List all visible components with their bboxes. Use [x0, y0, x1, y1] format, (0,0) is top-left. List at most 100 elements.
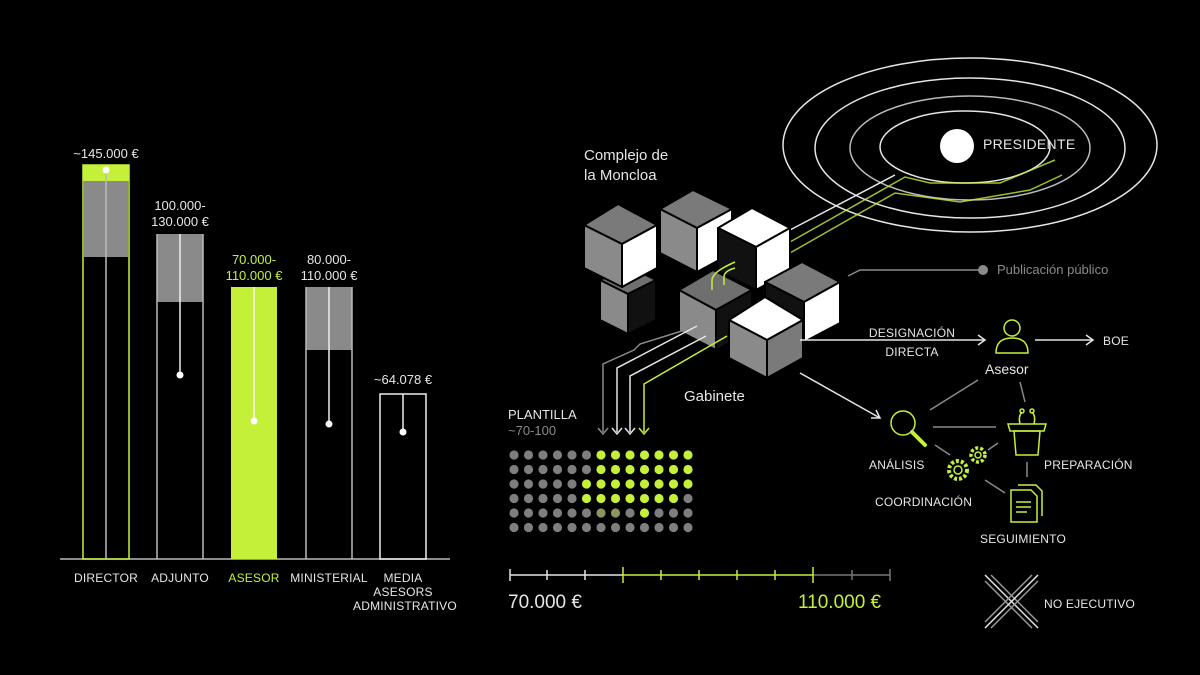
staff-dot	[610, 508, 621, 518]
label-line: ASESORS	[373, 585, 433, 599]
staff-dot	[509, 522, 519, 533]
staff-dot	[581, 450, 592, 460]
staff-dot	[538, 479, 548, 489]
staff-range: ~70-100	[508, 423, 557, 438]
staff-dot	[683, 508, 693, 518]
cube-accents	[711, 261, 736, 290]
staff-dot	[596, 464, 606, 475]
staff-dot	[668, 464, 679, 475]
label-line: la Moncloa	[584, 167, 657, 184]
staff-dot	[625, 508, 635, 518]
bar-label-adjunto: ADJUNTO	[151, 571, 209, 585]
staff-dot	[683, 464, 693, 475]
bar-label-director: DIRECTOR	[73, 571, 139, 585]
staff-dot	[610, 493, 621, 504]
label-line: Complejo de	[584, 147, 669, 164]
staff-dot	[523, 464, 534, 475]
staff-dot	[654, 493, 664, 504]
value-line: 110.000 €	[300, 268, 358, 283]
staff-dot	[625, 450, 635, 460]
staff-dot	[509, 508, 519, 518]
staff-dot	[538, 522, 548, 533]
staff-dot	[523, 479, 534, 489]
bar-label-ministerial: MINISTERIAL	[290, 571, 368, 585]
staff-dot-grid	[509, 450, 693, 533]
staff-dot	[538, 450, 548, 460]
staff-dot	[596, 522, 606, 533]
staff-dot	[509, 464, 519, 475]
staff-dot	[639, 508, 650, 518]
staff-dot	[552, 450, 563, 460]
value-line: 110.000 €	[225, 268, 283, 283]
bar-asesor	[231, 287, 277, 559]
process-network	[799, 319, 1095, 523]
bar-director	[82, 164, 130, 560]
followup-label: SEGUIMIENTO	[980, 532, 1066, 546]
staff-dot	[509, 479, 519, 489]
staff-dot	[683, 493, 693, 504]
boe-label: BOE	[1103, 334, 1129, 348]
staff-dot	[567, 464, 577, 475]
non-executive-label: NO EJECUTIVO	[1044, 597, 1136, 611]
cabinet-to-staff-arrows	[597, 325, 728, 436]
staff-dot	[625, 464, 635, 475]
staff-dot	[610, 479, 621, 489]
bar-media-asesors	[379, 393, 427, 560]
label-line: ADMINISTRATIVO	[353, 599, 457, 613]
staff-dot	[552, 522, 563, 533]
staff-dot	[509, 493, 519, 504]
analysis-label: ANÁLISIS	[869, 458, 925, 472]
staff-dot	[538, 508, 548, 518]
staff-dot	[523, 450, 534, 460]
staff-dot	[596, 508, 606, 518]
gears-icon	[947, 446, 987, 481]
document-icon	[1010, 484, 1043, 523]
staff-dot	[668, 479, 679, 489]
staff-dot	[552, 493, 563, 504]
staff-dot	[654, 508, 664, 518]
staff-dot	[683, 522, 693, 533]
staff-dot	[567, 522, 577, 533]
staff-dot	[654, 464, 664, 475]
non-executive-cross-icon	[984, 574, 1039, 629]
staff-dot	[523, 508, 534, 518]
staff-dot	[610, 450, 621, 460]
bar-value-ministerial: 80.000- 110.000 €	[279, 252, 379, 284]
staff-dot	[581, 464, 592, 475]
staff-dot	[639, 450, 650, 460]
staff-dot	[654, 479, 664, 489]
staff-dot	[668, 522, 679, 533]
staff-dot	[683, 450, 693, 460]
staff-dot	[610, 522, 621, 533]
bar-value-director: ~145.000 €	[73, 146, 139, 161]
staff-dot	[596, 479, 606, 489]
publication-label: Publicación público	[997, 262, 1109, 277]
staff-dot	[639, 479, 650, 489]
staff-dot	[610, 464, 621, 475]
coordination-label: COORDINACIÓN	[875, 495, 973, 509]
president-dot	[940, 129, 974, 163]
staff-dot	[581, 508, 592, 518]
staff-dot	[552, 479, 563, 489]
staff-dot	[581, 522, 592, 533]
label-line: DIRECTA	[885, 345, 939, 359]
value-line: 130.000 €	[151, 214, 209, 229]
value-line: 70.000-	[231, 252, 277, 267]
scale-max-label: 110.000 €	[798, 592, 882, 613]
staff-dot	[625, 479, 635, 489]
staff-dot	[654, 450, 664, 460]
staff-dot	[581, 479, 592, 489]
staff-dot	[654, 522, 664, 533]
staff-dot	[538, 493, 548, 504]
staff-dot	[567, 493, 577, 504]
moncloa-cubes	[583, 189, 841, 379]
staff-dot	[639, 493, 650, 504]
staff-label: PLANTILLA	[508, 407, 577, 422]
staff-dot	[509, 450, 519, 460]
staff-dot	[668, 493, 679, 504]
bar-value-media: ~64.078 €	[373, 372, 433, 387]
designation-label: DESIGNACIÓN DIRECTA	[864, 324, 960, 362]
president-label: PRESIDENTE	[983, 136, 1076, 152]
staff-dot	[668, 508, 679, 518]
